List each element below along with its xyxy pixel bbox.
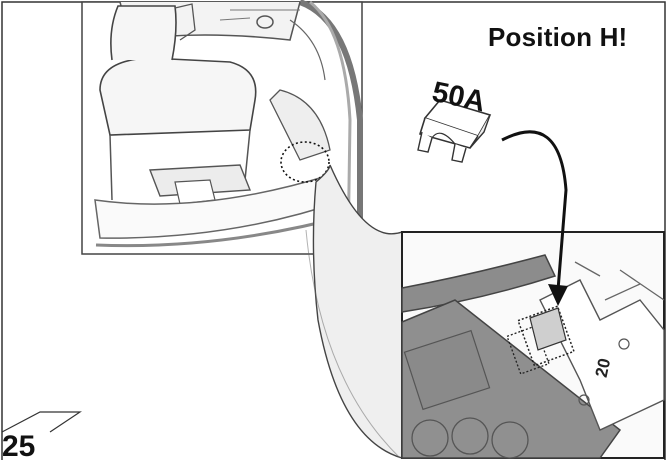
fuse-slot-number: 20 [591, 356, 615, 380]
step-number: 25 [2, 430, 36, 463]
zoom-callout [305, 164, 403, 459]
car-interior-illustration [81, 0, 363, 255]
fuse-icon [417, 99, 492, 163]
fusebox-closeup [401, 231, 665, 459]
location-marker [280, 141, 330, 183]
position-title: Position H! [488, 22, 628, 52]
step-tab [1, 411, 82, 433]
curved-arrow-icon [501, 130, 568, 306]
